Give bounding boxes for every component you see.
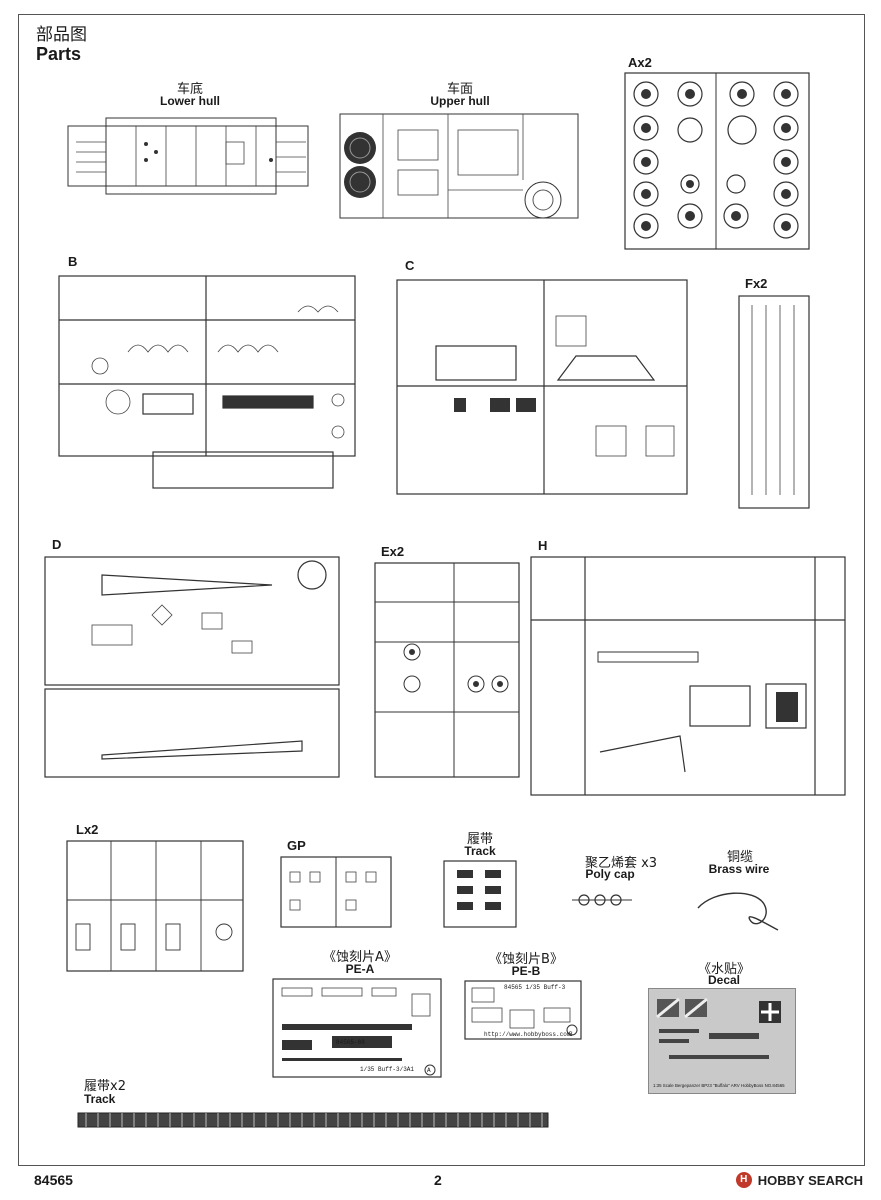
sprue-h-drawing: [530, 556, 846, 796]
sprue-a-drawing: [624, 72, 810, 250]
track-small-label-en: Track: [464, 844, 496, 858]
sprue-d-label: D: [52, 537, 62, 552]
sprue-l-drawing: [66, 840, 244, 972]
pe-b-label-en: PE-B: [511, 964, 541, 978]
pe-a-label-cn: 《蚀刻片A》: [323, 950, 397, 965]
sprue-e-label: Ex2: [381, 544, 405, 559]
page-title-cn: 部品图: [36, 25, 87, 45]
footer-code: 84565: [34, 1172, 73, 1188]
upper-hull-label-cn: 车面: [446, 82, 473, 97]
track-long-drawing: [77, 1112, 549, 1128]
pe-a-code: 84565-08: [336, 1039, 365, 1046]
watermark-logo: H: [735, 1172, 752, 1188]
pe-b-fret: [464, 980, 582, 1040]
pe-a-fret: [272, 978, 442, 1078]
pe-b-letter: B: [569, 1031, 573, 1038]
track-sprue-drawing: [443, 860, 517, 928]
sprue-c-label: C: [405, 258, 415, 273]
watermark: H HOBBY SEARCH: [735, 1172, 863, 1188]
track-long-label-cn: 履带x2: [84, 1079, 126, 1094]
pe-b-url: http://www.hobbyboss.com: [484, 1031, 571, 1038]
upper-hull-drawing: [339, 113, 579, 219]
poly-cap-label-en: Poly cap: [585, 867, 635, 881]
sprue-d-drawing: [44, 556, 340, 778]
pe-a-letter: A: [427, 1067, 431, 1074]
brass-wire-label-cn: 铜缆: [726, 850, 753, 865]
page-title-en: Parts: [36, 44, 82, 64]
decal-label-cn: 《水贴》: [697, 962, 750, 977]
sprue-l-label: Lx2: [76, 822, 99, 837]
sprue-h-label: H: [538, 538, 548, 553]
sprue-gp-label: GP: [287, 838, 306, 853]
sprue-e-drawing: [374, 562, 520, 778]
sprue-f-drawing: [738, 295, 810, 509]
sprue-gp-drawing: [280, 856, 392, 928]
pe-a-label-en: PE-A: [345, 962, 375, 976]
brass-wire-label-en: Brass wire: [708, 862, 770, 876]
decal-caption: 1:35 Scale Bergepanzer BPz3 "Buffalo" AR…: [653, 1083, 785, 1088]
brass-wire-drawing: [697, 892, 779, 931]
track-long-label-en: Track: [84, 1092, 116, 1106]
decal-label-en: Decal: [707, 973, 741, 987]
pe-b-label-cn: 《蚀刻片B》: [489, 952, 563, 967]
sprue-a-label: Ax2: [628, 55, 652, 70]
lower-hull-drawing: [67, 117, 309, 195]
sprue-b-label: B: [68, 254, 78, 269]
sprue-c-drawing: [396, 279, 688, 495]
pe-a-scale: 1/35 Buff-3/3A1: [360, 1066, 415, 1073]
decal-sheet: 1:35 Scale Bergepanzer BPz3 "Buffalo" AR…: [648, 988, 796, 1094]
track-small-label-cn: 履带: [466, 832, 493, 847]
page-number: 2: [434, 1172, 442, 1188]
upper-hull-label-en: Upper hull: [430, 94, 490, 108]
decal-markings: [656, 997, 781, 1059]
sprue-f-label: Fx2: [745, 276, 768, 291]
sprue-b-drawing: [58, 275, 356, 489]
lower-hull-label-en: Lower hull: [160, 94, 220, 108]
page-border: [18, 14, 865, 1166]
lower-hull-label-cn: 车底: [176, 82, 203, 97]
watermark-text: HOBBY SEARCH: [757, 1172, 863, 1188]
pe-b-code: 84565 1/35 Buff-3: [504, 984, 566, 991]
poly-cap-drawing: [572, 894, 632, 906]
poly-cap-label-cn: 聚乙烯套 x3: [584, 856, 658, 871]
